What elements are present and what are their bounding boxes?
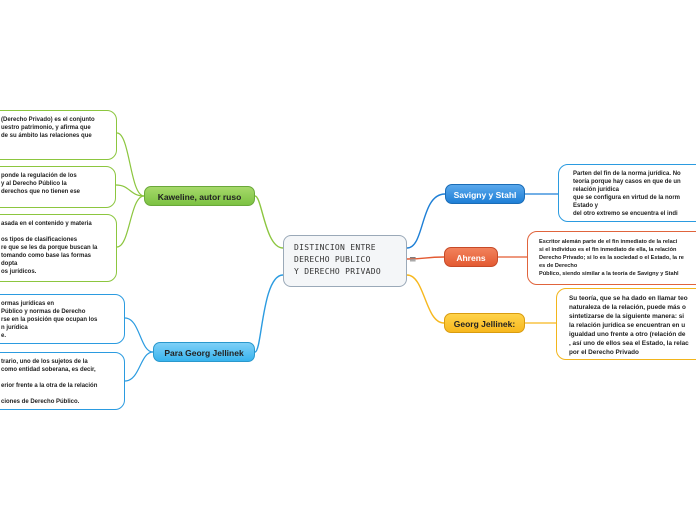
topic-georg-jellinek-left[interactable]: Para Georg Jellinek <box>153 342 255 362</box>
link-kaweline-note3 <box>116 195 145 248</box>
note-georg-left-2: trario, uno de los sujetos de la como en… <box>0 352 125 410</box>
note-line: Parten del fin de la norma jurídica. No <box>573 171 681 177</box>
note-line: tomando como base las formas <box>1 253 92 259</box>
link-kaweline-note1 <box>116 132 145 197</box>
note-line: de su ámbito las relaciones que <box>1 133 92 139</box>
link-central-ahrens <box>406 256 445 260</box>
link-central-georg-right <box>406 274 445 324</box>
note-line: n jurídica <box>1 325 28 331</box>
note-georg-jellinek-right: Su teoría, que se ha dado en llamar teo … <box>556 288 696 360</box>
link-central-savigny <box>406 193 446 249</box>
note-line: dopta <box>1 261 18 267</box>
note-line: teoría porque hay casos en que de un <box>573 179 681 185</box>
note-line: que se configura en virtud de la norm <box>573 195 681 201</box>
note-line <box>1 228 116 236</box>
note-line: erior frente a la otra de la relación <box>1 383 98 389</box>
note-line: Estado y <box>573 203 599 209</box>
topic-georg-jellinek-right[interactable]: Georg Jellinek: <box>444 313 525 333</box>
note-line: rse en la posición que ocupan los <box>1 317 98 323</box>
link-kaweline-note2 <box>115 184 145 197</box>
note-line: la relación jurídica se encuentran en u <box>569 322 686 329</box>
note-line <box>1 374 124 382</box>
link-georg-left-note2 <box>124 351 154 382</box>
note-line: derechos que no tienen ese <box>1 189 81 195</box>
note-line: si el individuo es el fin inmediato de e… <box>539 247 677 253</box>
note-ahrens: Escritor alemán parte de el fin inmediat… <box>527 231 696 285</box>
note-line <box>1 390 124 398</box>
note-line: naturaleza de la relación, puede más o <box>569 304 686 311</box>
note-line: e. <box>1 333 7 339</box>
notes-menu-icon[interactable]: ≡ <box>409 255 417 265</box>
note-line: y al Derecho Público la <box>1 181 67 187</box>
note-kaweline-3: asada en el contenido y materia os tipos… <box>0 214 117 282</box>
note-line: Derecho Privado; si lo es la sociedad o … <box>539 255 684 261</box>
note-georg-left-1: ormas jurídicas en Público y normas de D… <box>0 294 125 344</box>
note-line: es de Derecho <box>539 263 578 269</box>
central-topic[interactable]: DISTINCION ENTRE DERECHO PUBLICO Y DEREC… <box>283 235 407 287</box>
note-line: ormas jurídicas en <box>1 301 55 307</box>
note-line: del otro extremo se encuentra el indi <box>573 211 678 217</box>
central-topic-line: DISTINCION ENTRE <box>294 243 376 252</box>
note-kaweline-1: (Derecho Privado) es el conjunto uestro … <box>0 110 117 160</box>
note-line: Escritor alemán parte de el fin inmediat… <box>539 239 678 245</box>
note-line: trario, uno de los sujetos de la <box>1 359 88 365</box>
note-savigny-stahl: Parten del fin de la norma jurídica. No … <box>558 164 696 222</box>
note-line: relación jurídica <box>573 187 620 193</box>
note-kaweline-2: ponde la regulación de los y al Derecho … <box>0 166 116 208</box>
note-line: Su teoría, que se ha dado en llamar teo <box>569 295 688 302</box>
note-line: como entidad soberana, es decir, <box>1 367 96 373</box>
note-line: igualdad uno frente a otro (relación de <box>569 331 686 338</box>
note-line: por el Derecho Privado <box>569 349 639 356</box>
note-line: Público, siendo similar a la teoría de S… <box>539 271 679 277</box>
note-line: ponde la regulación de los <box>1 173 77 179</box>
note-line: (Derecho Privado) es el conjunto <box>1 117 95 123</box>
note-line: uestro patrimonio, y afirma que <box>1 125 91 131</box>
topic-kaweline[interactable]: Kaweline, autor ruso <box>144 186 255 206</box>
note-line: ciones de Derecho Público. <box>1 399 80 405</box>
topic-ahrens[interactable]: Ahrens <box>444 247 498 267</box>
note-line: Público y normas de Derecho <box>1 309 86 315</box>
link-central-georg-left <box>254 274 284 353</box>
note-line: os jurídicos. <box>1 269 37 275</box>
note-line: asada en el contenido y materia <box>1 221 92 227</box>
central-topic-line: Y DERECHO PRIVADO <box>294 267 381 276</box>
central-topic-line: DERECHO PUBLICO <box>294 255 371 264</box>
note-line: os tipos de clasificaciones <box>1 237 78 243</box>
topic-savigny-stahl[interactable]: Savigny y Stahl <box>445 184 525 204</box>
link-georg-left-note1 <box>124 317 154 353</box>
link-central-kaweline <box>254 195 284 249</box>
note-line: sintetizarse de la siguiente manera: si <box>569 313 685 320</box>
note-line: , así uno de ellos sea el Estado, la rel… <box>569 340 689 347</box>
note-line: re que se les da porque buscan la <box>1 245 98 251</box>
